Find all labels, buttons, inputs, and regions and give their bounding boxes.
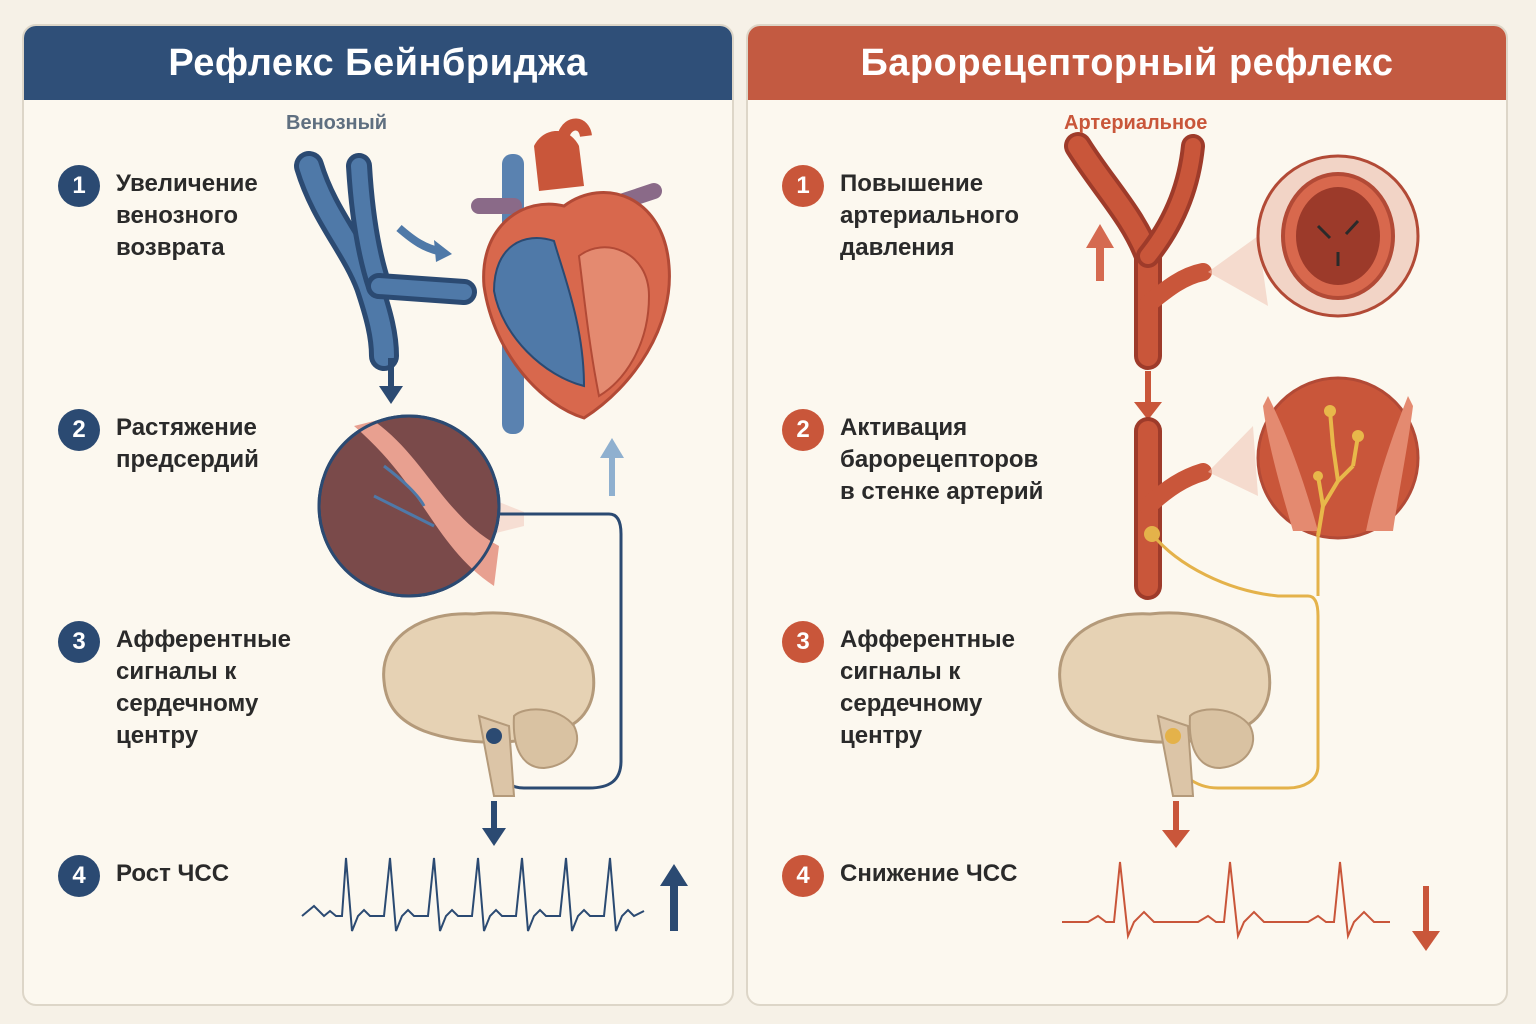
- panel-header: Рефлекс Бейнбриджа: [24, 26, 732, 100]
- step-text: Рост ЧСС: [116, 860, 230, 887]
- step-number: 3: [782, 621, 824, 663]
- baroreceptor-illustration: [1058, 132, 1440, 951]
- step-number: 1: [782, 165, 824, 207]
- step-text: Увеличение венозного возврата: [116, 170, 258, 261]
- step-1: 1 Увеличение венозного возврата: [58, 165, 258, 264]
- heart-icon: [471, 118, 671, 434]
- step-number: 3: [58, 621, 100, 663]
- step-number: 1: [58, 165, 100, 207]
- step-4: 4 Снижение ЧСС: [782, 855, 1018, 897]
- brain-icon: [1058, 611, 1272, 797]
- step-text: Афферентные сигналы к сердечному центру: [116, 626, 291, 749]
- panel-title: Барорецепторный рефлекс: [860, 41, 1394, 84]
- panel-title: Рефлекс Бейнбриджа: [168, 41, 588, 84]
- step-2: 2 Растяжение предсердий: [58, 409, 259, 476]
- step-text: Растяжение предсердий: [116, 414, 259, 473]
- ecg-slow-icon: [1062, 861, 1390, 940]
- artery-cross-section-icon: [1208, 154, 1420, 318]
- step-text: Афферентные сигналы к сердечному центру: [840, 626, 1015, 749]
- artery-icon: [1064, 132, 1212, 420]
- step-number: 2: [782, 409, 824, 451]
- arrow-up-icon: [660, 864, 688, 931]
- step-text: Активация барорецепторов в стенке артери…: [840, 414, 1044, 505]
- step-2: 2 Активация барорецепторов в стенке арте…: [782, 409, 1044, 508]
- step-4: 4 Рост ЧСС: [58, 855, 230, 897]
- ecg-fast-icon: [301, 857, 645, 932]
- baroreceptor-icon: [1208, 376, 1420, 540]
- step-number: 4: [782, 855, 824, 897]
- panel-header: Барорецепторный рефлекс: [748, 26, 1506, 100]
- brain-icon: [382, 611, 596, 797]
- step-1: 1 Повышение артериального давления: [782, 165, 1020, 264]
- step-text: Повышение артериального давления: [840, 170, 1020, 261]
- baroreceptor-reflex-panel: Барорецепторный рефлекс: [746, 24, 1508, 1006]
- step-3: 3 Афферентные сигналы к сердечному центр…: [782, 621, 1015, 752]
- vein-icon: [294, 151, 477, 404]
- step-text: Снижение ЧСС: [840, 860, 1018, 887]
- step-number: 4: [58, 855, 100, 897]
- step-3: 3 Афферентные сигналы к сердечному центр…: [58, 621, 291, 752]
- step-number: 2: [58, 409, 100, 451]
- arrow-down-icon: [1412, 886, 1440, 951]
- bainbridge-reflex-panel: Рефлекс Бейнбриджа: [22, 24, 734, 1006]
- vessel-label: Венозный: [286, 112, 387, 134]
- vessel-label: Артериальное: [1064, 112, 1208, 134]
- bainbridge-illustration: [294, 118, 688, 932]
- atrial-stretch-receptor-icon: [317, 414, 524, 598]
